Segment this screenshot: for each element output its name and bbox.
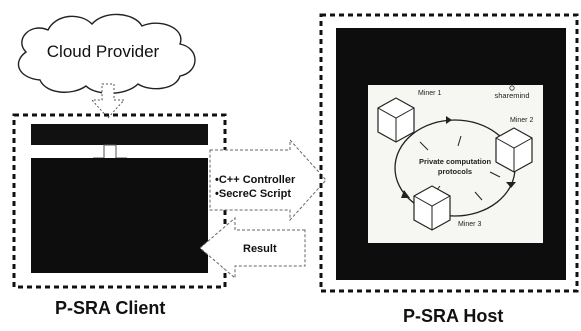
command-line-2: •SecreC Script xyxy=(215,188,291,200)
result-label: Result xyxy=(243,243,277,255)
client-caption: P-SRA Client xyxy=(55,298,166,318)
cycle-arrowhead-1 xyxy=(446,116,452,124)
result-arrow xyxy=(199,216,306,280)
client-header-bar xyxy=(31,124,208,145)
cloud-provider-label: Cloud Provider xyxy=(47,42,160,61)
miner-1-label: Miner 1 xyxy=(418,90,441,97)
miner-2-label: Miner 2 xyxy=(510,117,533,124)
command-line-1: •C++ Controller xyxy=(215,174,296,186)
command-arrow xyxy=(209,138,327,222)
sharemind-logo-text: sharemind xyxy=(494,91,529,100)
cloud-to-client-arrow xyxy=(90,83,126,119)
miner-3-server-icon xyxy=(413,185,451,231)
miner-2-server-icon xyxy=(495,127,533,173)
cloud-provider-node: Cloud Provider xyxy=(17,13,196,94)
sharemind-logo-icon xyxy=(509,85,515,91)
protocol-label-line-2: protocols xyxy=(438,167,472,176)
host-frame xyxy=(319,13,579,293)
miner-3-label: Miner 3 xyxy=(458,221,481,228)
protocol-label-line-1: Private computation xyxy=(419,157,492,166)
cycle-arrowhead-3 xyxy=(401,190,410,198)
host-caption: P-SRA Host xyxy=(403,306,504,326)
miner-1-server-icon xyxy=(377,97,415,143)
client-screen xyxy=(31,158,208,273)
cycle-arrowhead-2 xyxy=(506,182,516,188)
